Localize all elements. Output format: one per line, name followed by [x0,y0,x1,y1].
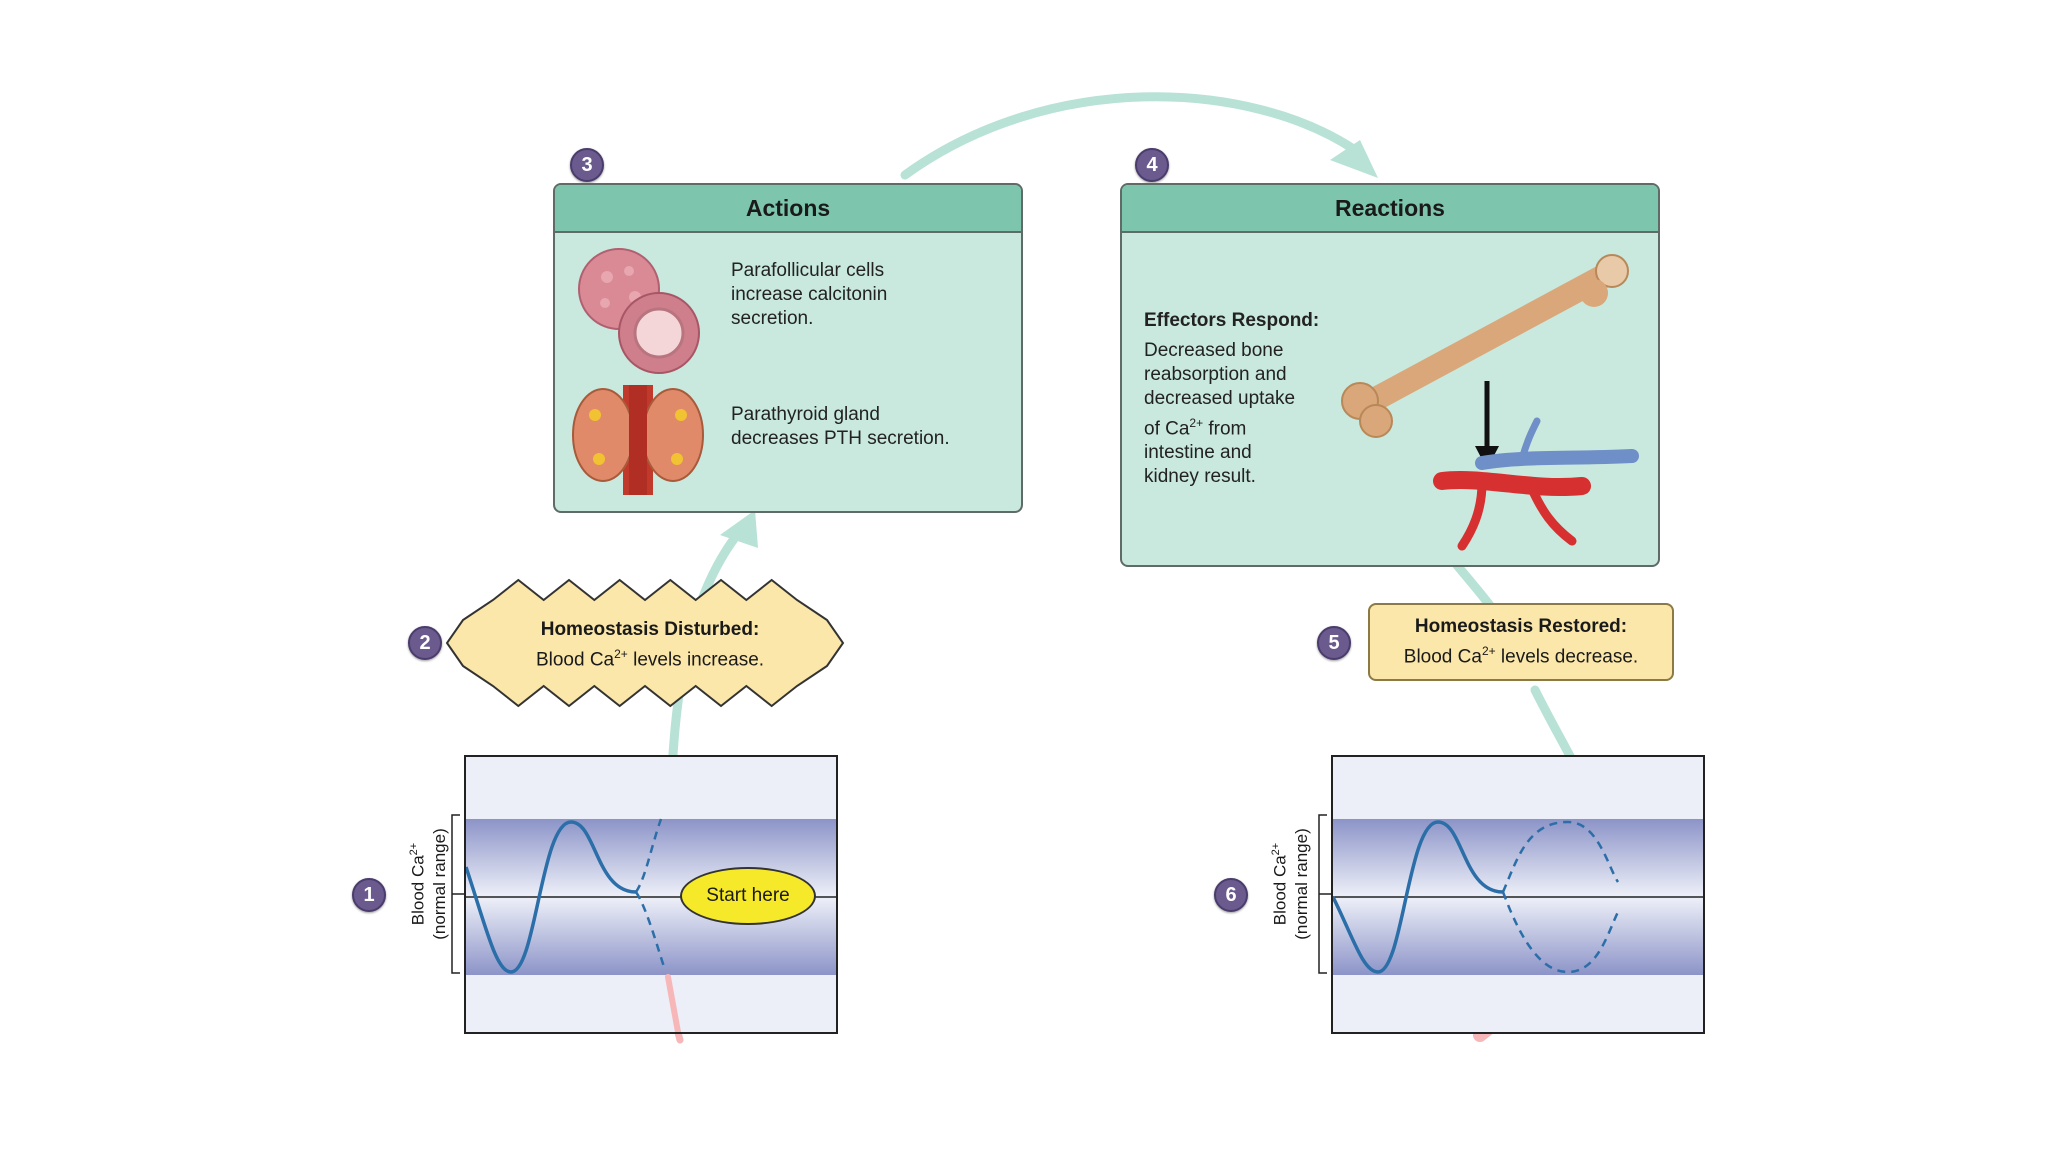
disturbed-text: Homeostasis Disturbed: Blood Ca2+ levels… [495,618,805,672]
left-wave-line [466,820,637,974]
disturbed-starburst [445,578,845,708]
step-badge-6: 6 [1214,878,1248,912]
restored-body: Blood Ca2+ levels decrease. [1403,644,1639,668]
right-graph-ylabel: Blood Ca2+ (normal range) [1270,828,1311,940]
step-badge-3: 3 [570,148,604,182]
right-wave-line [1333,820,1504,974]
left-graph-ylabel: Blood Ca2+ (normal range) [408,828,449,940]
left-wave-down-dashed [634,891,666,968]
step-badge-5: 5 [1317,626,1351,660]
left-graph: Start here [464,755,838,1034]
arc-arrow-actions-to-reactions [900,92,1360,180]
restored-title: Homeostasis Restored: [1414,616,1628,637]
parathyroid-gland-illustration [572,385,704,495]
step-badge-1: 1 [352,878,386,912]
left-wave-up-dashed [634,818,663,893]
bone-illustration [1341,254,1639,551]
reactions-panel: Reactions Effectors Respond: Decreased b… [1120,183,1660,567]
disturbed-title: Homeostasis Disturbed: [540,619,760,640]
right-graph-bracket [1318,814,1331,974]
left-graph-bracket [451,814,464,974]
step-badge-4: 4 [1135,148,1169,182]
actions-item1-text: Parafollicular cells increase calcitonin… [731,260,888,329]
parafollicular-cells-illustration [578,248,700,374]
rise-arrow-left-head [720,510,758,548]
step-badge-2: 2 [408,626,442,660]
right-graph-plot [1333,819,1703,975]
right-wave-dashed-upper [1501,820,1620,893]
arc-arrow-head [1330,140,1378,178]
actions-panel: Actions Parafollicular cells increase ca… [553,183,1023,513]
left-graph-plot [466,818,836,1032]
restored-label: Homeostasis Restored: Blood Ca2+ levels … [1368,603,1674,681]
start-here-button[interactable]: Start here [680,867,816,925]
effectors-text: Effectors Respond: Decreased bone reabso… [1144,310,1320,488]
actions-item2-text: Parathyroid gland decreases PTH secretio… [731,404,950,449]
actions-title: Actions [555,185,1021,233]
reactions-title: Reactions [1122,185,1658,233]
effectors-title: Effectors Respond: [1144,310,1320,331]
right-graph [1331,755,1705,1034]
disturbed-body: Blood Ca2+ levels increase. [535,647,765,671]
